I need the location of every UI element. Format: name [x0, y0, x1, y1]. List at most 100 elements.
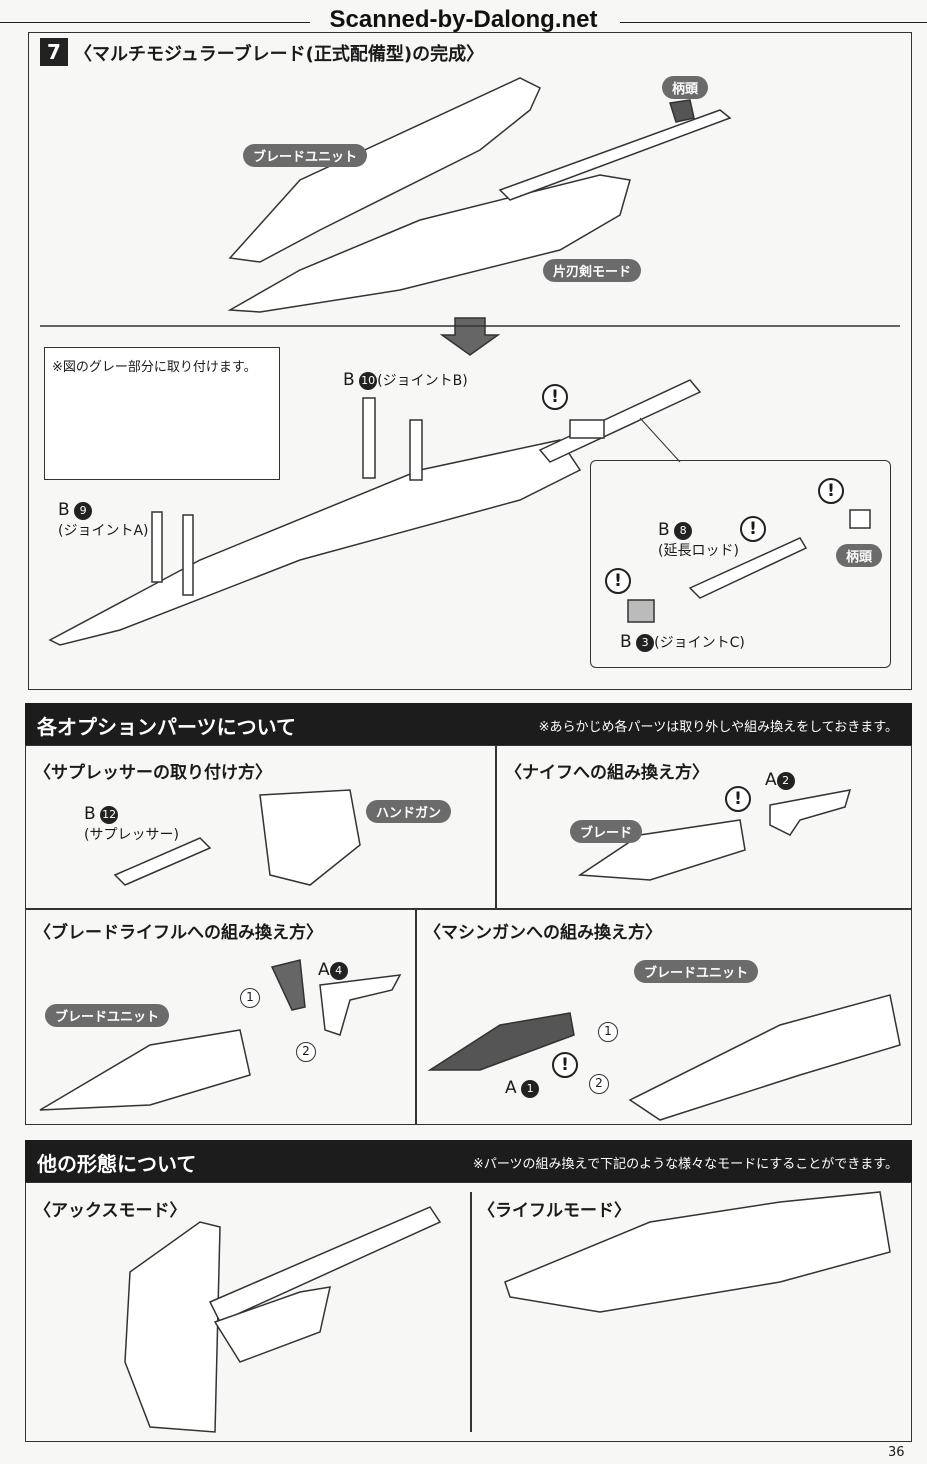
- divider: [495, 745, 497, 908]
- joint-a-post: [151, 511, 163, 583]
- axe-handle-drawing: [208, 1206, 442, 1323]
- part-number: 12: [100, 806, 119, 824]
- warning-icon: !: [542, 384, 568, 410]
- page-number: 36: [888, 1445, 905, 1460]
- part-number: 3: [636, 634, 655, 652]
- joint-a-post: [182, 514, 194, 596]
- part-number: 1: [521, 1080, 540, 1098]
- part-letter: B: [620, 632, 632, 652]
- part-joint-c: B 3(ジョイントC): [620, 632, 745, 652]
- label-blade-unit: ブレードユニット: [243, 144, 368, 167]
- blade-unit-drawing: [228, 77, 541, 263]
- axe-mode-title: 〈アックスモード〉: [34, 1201, 187, 1221]
- options-panel: [25, 745, 912, 1125]
- watermark-rule-right: [620, 22, 927, 23]
- options-heading: 各オプションパーツについて: [37, 715, 296, 739]
- blade-rifle-title: 〈ブレードライフルへの組み換え方〉: [34, 923, 323, 943]
- removed-part-drawing: [270, 959, 306, 1011]
- detail-box: [590, 460, 891, 668]
- part-letter: B: [84, 804, 96, 824]
- part-number: 4: [329, 962, 348, 980]
- machinegun-title: 〈マシンガンへの組み換え方〉: [424, 923, 662, 943]
- options-header: 各オプションパーツについて ※あらかじめ各パーツは取り外しや組み換えをしておきま…: [25, 703, 912, 745]
- part-extension-rod: B 8 (延長ロッド): [658, 520, 739, 560]
- single-edge-blade-drawing: [227, 174, 631, 313]
- step7-illustration: [40, 77, 900, 646]
- removed-blade-drawing: [427, 1012, 575, 1071]
- part-joint-a: B 9 (ジョイントA): [58, 500, 149, 540]
- watermark: Scanned-by-Dalong.net: [329, 6, 598, 33]
- step-number: 7: [40, 38, 68, 66]
- part-name: (サプレッサー): [84, 827, 179, 843]
- machinegun-drawing: [628, 994, 901, 1121]
- part-joint-b: B 10(ジョイントB): [343, 370, 468, 390]
- rifle-mode-title: 〈ライフルモード〉: [478, 1201, 631, 1221]
- handgun-drawing: [259, 789, 361, 886]
- suppressor-title: 〈サプレッサーの取り付け方〉: [34, 763, 272, 783]
- step-marker-1: 1: [598, 1022, 618, 1042]
- grip-a4-drawing: [319, 974, 402, 1036]
- label-pommel: 柄頭: [662, 76, 709, 99]
- part-letter: B: [58, 500, 70, 520]
- options-illustrations: [39, 789, 901, 1121]
- pommel-part-drawing: [849, 509, 871, 529]
- label-pommel-detail: 柄頭: [836, 544, 883, 567]
- part-letter: B: [658, 520, 670, 540]
- rod-drawing: [538, 379, 702, 463]
- inset-note: ※図のグレー部分に取り付けます。: [52, 360, 257, 375]
- watermark-rule-left: [0, 22, 310, 23]
- pommel-drawing: [669, 99, 695, 123]
- extension-rod-drawing: [688, 537, 808, 599]
- label-blade: ブレード: [570, 820, 643, 843]
- step7-panel: [28, 32, 912, 690]
- axe-head-drawing: [124, 1221, 221, 1433]
- part-number: 2: [776, 772, 795, 790]
- step-marker-2: 2: [589, 1074, 609, 1094]
- forms-panel: [25, 1182, 912, 1442]
- step-title: 〈マルチモジュラーブレード(正式配備型)の完成〉: [74, 44, 485, 65]
- warning-icon: !: [605, 568, 631, 594]
- rifle-drawing: [504, 1191, 891, 1313]
- knife-title: 〈ナイフへの組み換え方〉: [505, 763, 709, 783]
- warning-icon: !: [740, 516, 766, 542]
- part-letter: B: [343, 370, 355, 390]
- forms-heading: 他の形態について: [37, 1152, 197, 1176]
- down-arrow: [439, 317, 501, 356]
- joint-b-post: [362, 397, 376, 479]
- divider: [415, 908, 417, 1125]
- part-name: (ジョイントA): [58, 523, 149, 539]
- divider: [25, 908, 912, 910]
- step-marker-2: 2: [296, 1042, 316, 1062]
- callout-line: [639, 417, 681, 463]
- part-letter: A: [505, 1078, 517, 1098]
- blade-rifle-drawing: [39, 1029, 251, 1111]
- suppressor-drawing: [113, 837, 212, 886]
- label-blade-unit: ブレードユニット: [634, 960, 759, 983]
- part-name: (ジョイントB): [377, 373, 468, 389]
- rail-drawing: [498, 109, 732, 201]
- part-name: (ジョイントC): [654, 635, 745, 651]
- forms-note: ※パーツの組み換えで下記のような様々なモードにすることができます。: [472, 1157, 898, 1172]
- part-number: 9: [74, 502, 93, 520]
- label-handgun: ハンドガン: [366, 800, 452, 823]
- warning-icon: !: [725, 786, 751, 812]
- divider: [470, 1192, 472, 1432]
- warning-icon: !: [818, 478, 844, 504]
- options-note: ※あらかじめ各パーツは取り外しや組み換えをしておきます。: [538, 720, 898, 735]
- part-letter: A: [318, 960, 330, 980]
- joint-c-drawing: [627, 599, 655, 623]
- forms-header: 他の形態について ※パーツの組み換えで下記のような様々なモードにすることができま…: [25, 1140, 912, 1182]
- part-a1: A 1: [505, 1078, 540, 1098]
- inset-detail-box: [44, 347, 280, 480]
- part-name: (延長ロッド): [658, 543, 739, 559]
- part-letter: A: [765, 770, 777, 790]
- joint-drawing: [569, 419, 605, 439]
- part-number: 8: [674, 522, 693, 540]
- joint-b-post: [409, 419, 423, 481]
- label-blade-unit: ブレードユニット: [45, 1004, 170, 1027]
- knife-grip-drawing: [769, 789, 852, 836]
- forms-illustrations: [124, 1191, 891, 1433]
- step-marker-1: 1: [240, 988, 260, 1008]
